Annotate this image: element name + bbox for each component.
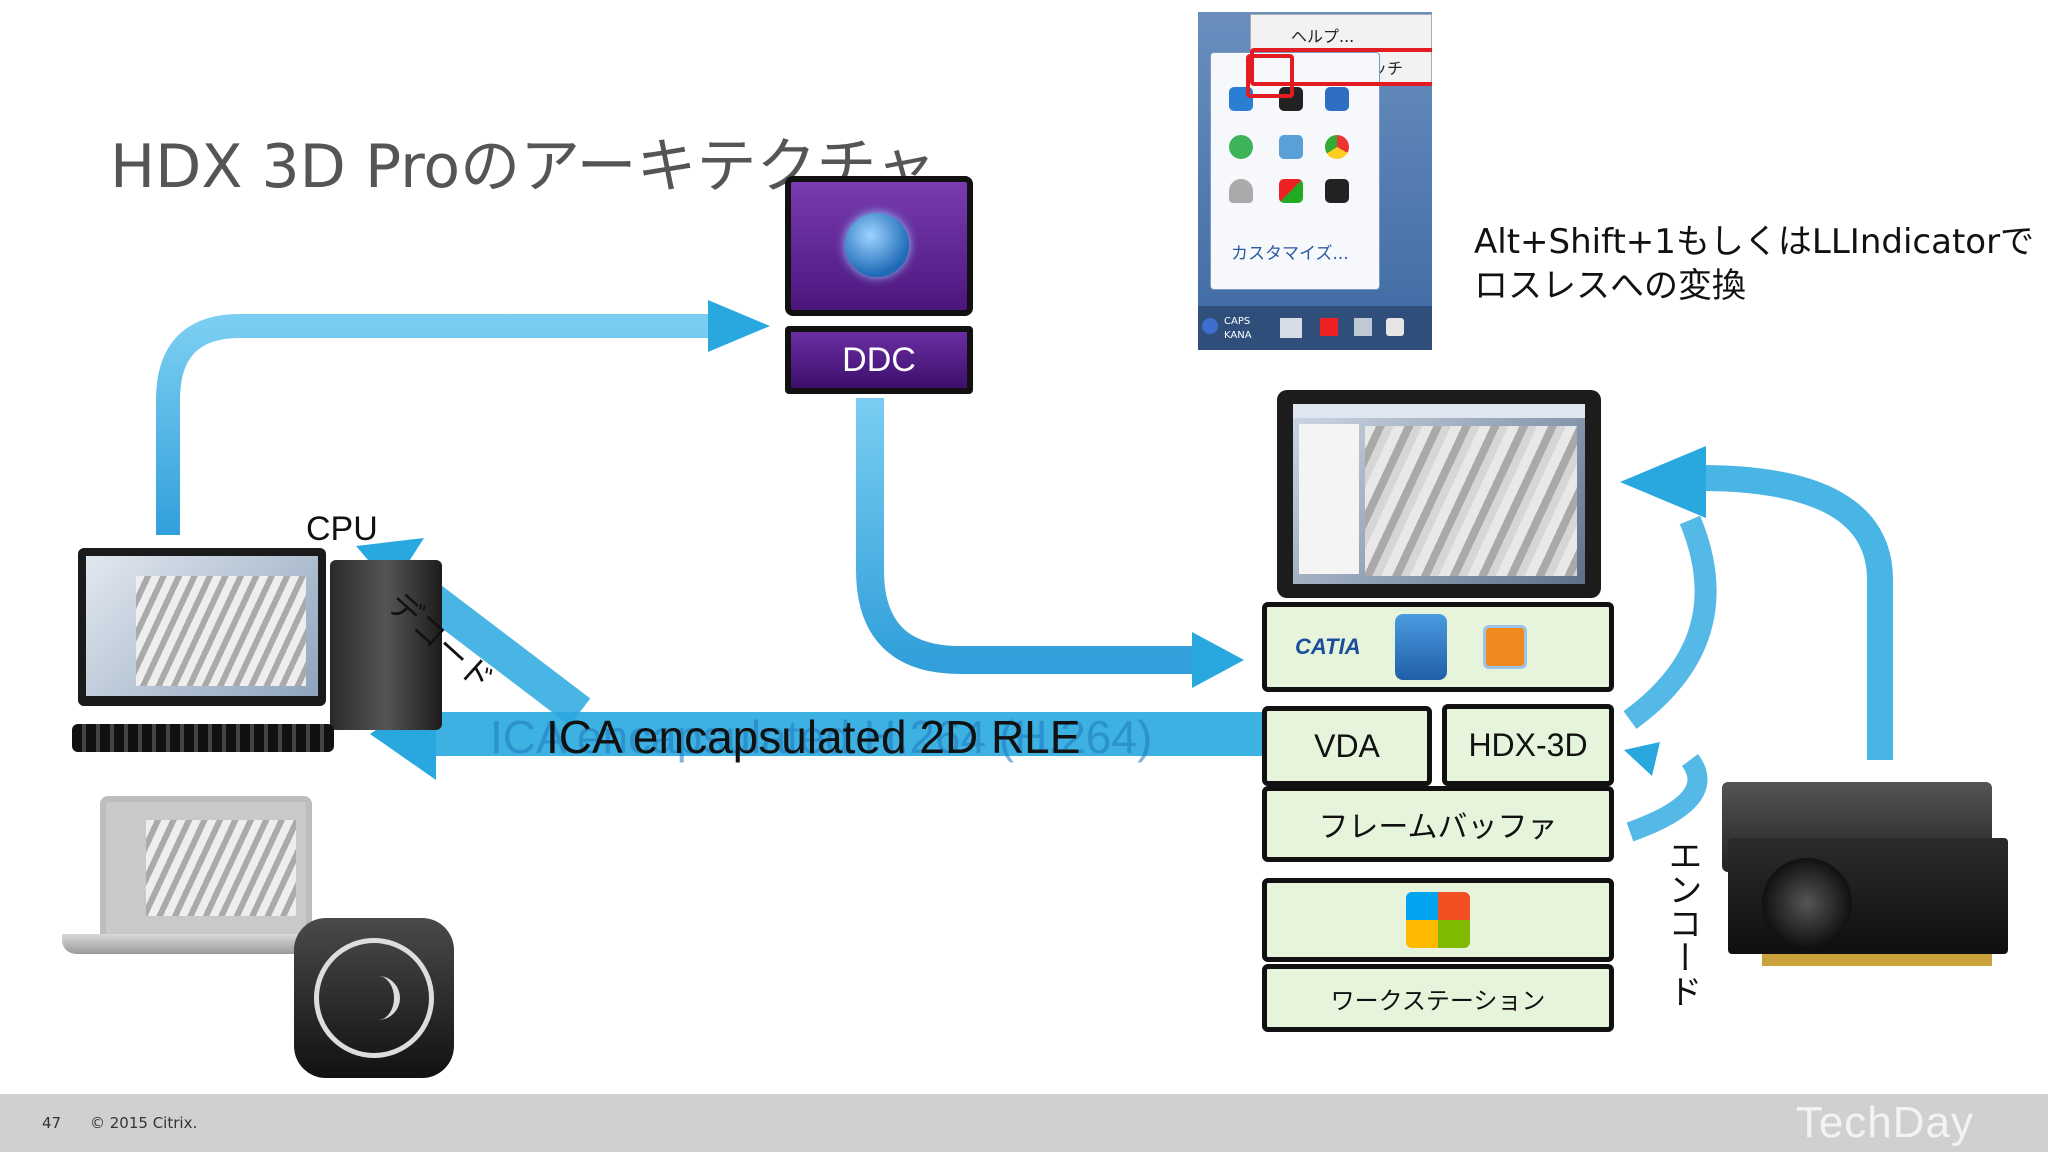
network-icon[interactable] [1279,135,1303,159]
network-tray-icon[interactable] [1354,318,1372,336]
highlight-tray-icon [1246,54,1294,98]
app-3d-icon [1394,614,1447,680]
page-number: 47 [42,1114,62,1132]
client-laptop [100,796,312,940]
arrow-framebuffer-head [1624,742,1660,776]
taskbar-tray: CAPS KANA [1198,306,1432,350]
workstation-screen [1293,404,1585,584]
client-keyboard [72,724,334,752]
framebuffer-box: フレームバッファ [1262,786,1614,862]
ica-stream-label: ICA encapsulated 2D RLE [546,711,1081,763]
client-laptop-base [62,934,324,954]
acrobat-icon[interactable] [1279,179,1303,203]
brand-logo: TechDay [1795,1098,1974,1147]
windows-logo-icon [845,213,909,277]
ica-stream-label-faded: ICA encapsulated H.264 (H.264) [490,711,1153,763]
logitech-g-icon[interactable] [1325,179,1349,203]
arrow-ddc-to-workstation-head [1192,632,1244,688]
tray-overflow-panel: カスタマイズ... [1210,52,1380,290]
lossless-note: Alt+Shift+1もしくはLLIndicatorで ロスレスへの変換 [1474,220,2034,308]
highlight-lossless-item [1250,48,1432,86]
tray-customize-link[interactable]: カスタマイズ... [1231,244,1349,264]
cpu-label: CPU [306,510,378,548]
system-tray-screenshot: ヘルプ... 無損失スイッチ カスタマイズ... CAPS KANA [1198,12,1432,350]
catia-logo-icon: CATIA [1295,634,1361,659]
copyright: © 2015 Citrix. [90,1114,198,1132]
arrow-framebuffer-curve [1626,754,1708,842]
action-center-icon[interactable] [1320,318,1338,336]
engine-model-image [1365,426,1577,576]
windows-logo-icon [1406,892,1470,948]
citrix-receiver-icon [294,918,454,1078]
caps-indicator: CAPS [1224,316,1251,327]
show-hidden-icon[interactable] [1280,318,1302,338]
menu-item-help[interactable]: ヘルプ... [1291,27,1355,46]
arrow-hdx-curve [1623,515,1717,729]
vda-box: VDA [1262,706,1432,786]
volume-icon[interactable] [1386,318,1404,336]
nvidia-quadro-gpu-image [1722,782,2008,968]
arrow-client-to-ddc-head [708,300,770,352]
os-box [1262,878,1614,962]
footer: 47 © 2015 Citrix. TechDay [0,1094,2048,1152]
client-pc-monitor [78,548,326,706]
arrow-gpu-up [1699,465,1893,760]
lossless-note-line1: Alt+Shift+1もしくはLLIndicatorで [1474,222,2035,262]
ddc-label: DDC [785,326,973,394]
workstation-monitor [1277,390,1601,598]
arrow-client-to-ddc [156,314,712,535]
help-icon[interactable] [1202,318,1218,334]
outlook-icon[interactable] [1325,87,1349,111]
workstation-box: ワークステーション [1262,964,1614,1032]
apps-layer: CATIA [1262,602,1614,692]
hdx-3d-box: HDX-3D [1442,704,1614,786]
lossless-note-line2: ロスレスへの変換 [1474,266,1746,306]
chrome-icon[interactable] [1325,135,1349,159]
bell-icon[interactable] [1229,179,1253,203]
arrow-gpu-up-head [1620,446,1706,518]
client-pc-tower [330,560,442,730]
sync-icon[interactable] [1229,135,1253,159]
kana-indicator: KANA [1224,330,1252,341]
arrow-ddc-to-workstation [856,398,1196,674]
encode-label: エンコード [1662,838,1702,1008]
media-app-icon [1482,625,1527,669]
